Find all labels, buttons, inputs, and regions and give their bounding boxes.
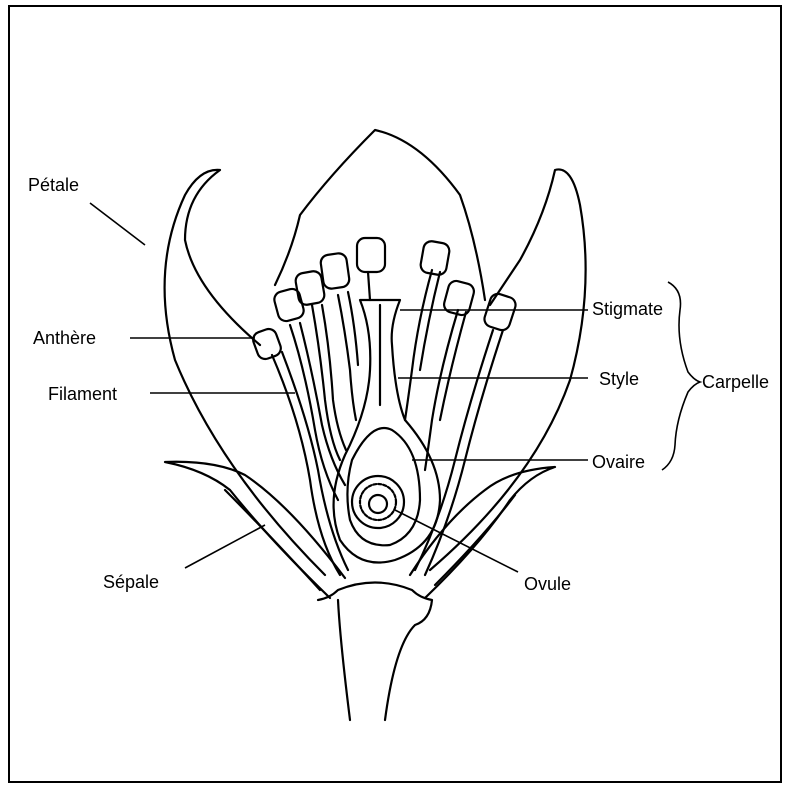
label-ovule: Ovule — [524, 574, 571, 594]
leader-sepale — [185, 525, 265, 568]
carpel — [334, 300, 440, 563]
label-carpelle: Carpelle — [702, 372, 769, 392]
leader-petale — [90, 203, 145, 245]
filaments — [272, 270, 503, 575]
filament-5 — [368, 272, 370, 300]
label-style: Style — [599, 369, 639, 389]
anther-1 — [251, 327, 283, 362]
right-petal — [430, 169, 586, 570]
label-anthere: Anthère — [33, 328, 96, 348]
filament-6b — [420, 272, 440, 370]
label-sepale: Sépale — [103, 572, 159, 592]
back-petal — [275, 130, 485, 300]
anther-3 — [294, 270, 325, 306]
anther-5 — [357, 238, 385, 272]
left-petal — [165, 170, 325, 575]
label-filament: Filament — [48, 384, 117, 404]
label-stigmate: Stigmate — [592, 299, 663, 319]
anther-2 — [273, 287, 306, 323]
filament-7 — [425, 310, 458, 470]
left-sepal-inner — [225, 490, 320, 590]
anther-8 — [482, 292, 517, 332]
filament-4b — [348, 292, 358, 365]
ovule-inner — [369, 495, 387, 513]
filament-2 — [290, 325, 338, 500]
anther-7 — [442, 279, 475, 317]
anther-6 — [419, 240, 450, 276]
ovule-middle — [360, 484, 396, 520]
filament-6 — [405, 270, 432, 420]
label-petale: Pétale — [28, 175, 79, 195]
anther-4 — [320, 252, 350, 289]
stem-left-edge — [338, 600, 350, 720]
stem — [318, 583, 432, 721]
filament-3b — [322, 305, 346, 450]
carpelle-brace — [662, 282, 700, 470]
label-ovaire: Ovaire — [592, 452, 645, 472]
filament-4 — [338, 295, 356, 420]
